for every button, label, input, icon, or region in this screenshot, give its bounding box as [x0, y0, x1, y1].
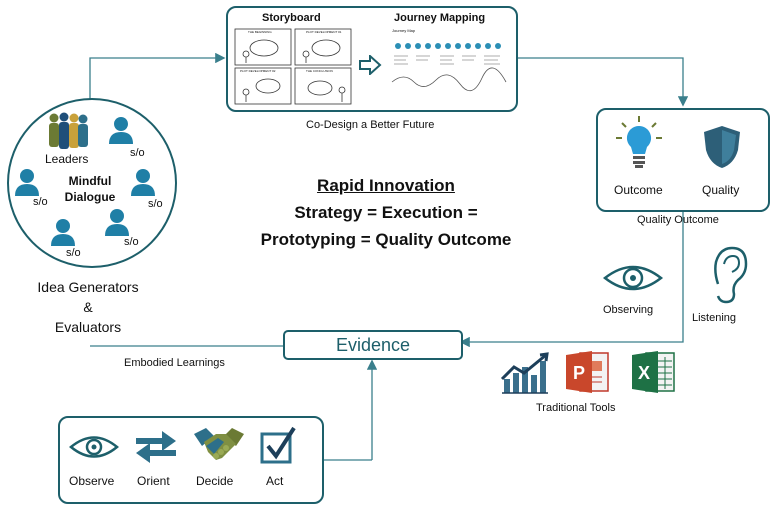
excel-icon: X	[632, 351, 675, 393]
decide-label: Decide	[196, 474, 234, 488]
ampersand-label: &	[83, 299, 93, 315]
act-label: Act	[266, 474, 284, 488]
so-label-3: s/o	[148, 198, 163, 210]
journey-map-label: Journey Map	[392, 28, 416, 33]
listening-label: Listening	[692, 312, 737, 324]
arrow-quality-to-evidence	[459, 212, 684, 348]
ear-icon	[714, 246, 748, 304]
observe-label: Observe	[69, 474, 115, 488]
leaders-label: Leaders	[45, 152, 89, 166]
so-label-5: s/o	[124, 236, 139, 248]
frame-label-3: PLOT DEVELOPMENT #2	[240, 69, 276, 73]
rapid-innovation-heading: Rapid Innovation	[317, 176, 455, 195]
frame-label-1: THE BEGINNING	[248, 30, 272, 34]
strategy-line: Strategy = Execution =	[294, 203, 478, 222]
co-design-caption: Co-Design a Better Future	[306, 119, 435, 131]
person-icon	[105, 209, 129, 236]
outcome-label: Outcome	[614, 183, 663, 197]
evidence-box: Evidence	[283, 330, 463, 360]
quality-label: Quality	[702, 183, 740, 197]
person-icon	[15, 169, 39, 196]
embodied-learnings-label: Embodied Learnings	[124, 357, 225, 369]
evaluators-label: Evaluators	[54, 319, 122, 335]
eye-icon	[602, 265, 664, 291]
dialogue-circle	[7, 98, 177, 268]
person-icon	[131, 169, 155, 196]
hollow-arrow-icon	[359, 55, 382, 75]
svg-text:P: P	[573, 363, 585, 383]
arrow-storyboard-to-quality	[516, 57, 689, 107]
frame-label-4: THE CONCLUSION	[306, 69, 333, 73]
storyboard-title: Storyboard	[262, 12, 321, 24]
svg-text:X: X	[638, 363, 650, 383]
eye-icon	[69, 436, 119, 458]
checkbox-icon	[260, 426, 296, 464]
quality-outcome-caption: Quality Outcome	[637, 214, 719, 226]
journey-mapping-title: Journey Mapping	[394, 12, 486, 24]
observing-label: Observing	[603, 304, 654, 316]
traditional-tools-caption: Traditional Tools	[536, 402, 616, 414]
so-label-4: s/o	[66, 247, 81, 259]
journey-map-sketch	[391, 43, 507, 92]
bar-chart-icon	[500, 352, 549, 394]
powerpoint-icon: P	[566, 351, 609, 393]
frame-label-2: PLOT DEVELOPMENT #1	[306, 30, 342, 34]
lightbulb-icon	[616, 116, 662, 168]
handshake-icon	[194, 428, 244, 460]
so-label-1: s/o	[130, 147, 145, 159]
shield-icon	[704, 126, 740, 168]
prototyping-line: Prototyping = Quality Outcome	[260, 230, 512, 249]
dialogue-label: Dialogue	[64, 190, 116, 204]
idea-generators-label: Idea Generators	[37, 279, 139, 295]
swap-arrows-icon	[136, 431, 176, 463]
so-label-2: s/o	[33, 196, 48, 208]
storyboard-panel	[226, 6, 518, 112]
leaders-group-icon	[49, 112, 88, 149]
storyboard-sketch	[234, 28, 352, 105]
mindful-label: Mindful	[68, 174, 112, 188]
ooda-panel	[58, 416, 324, 504]
person-icon	[51, 219, 75, 246]
orient-label: Orient	[137, 474, 170, 488]
person-icon	[109, 117, 133, 144]
